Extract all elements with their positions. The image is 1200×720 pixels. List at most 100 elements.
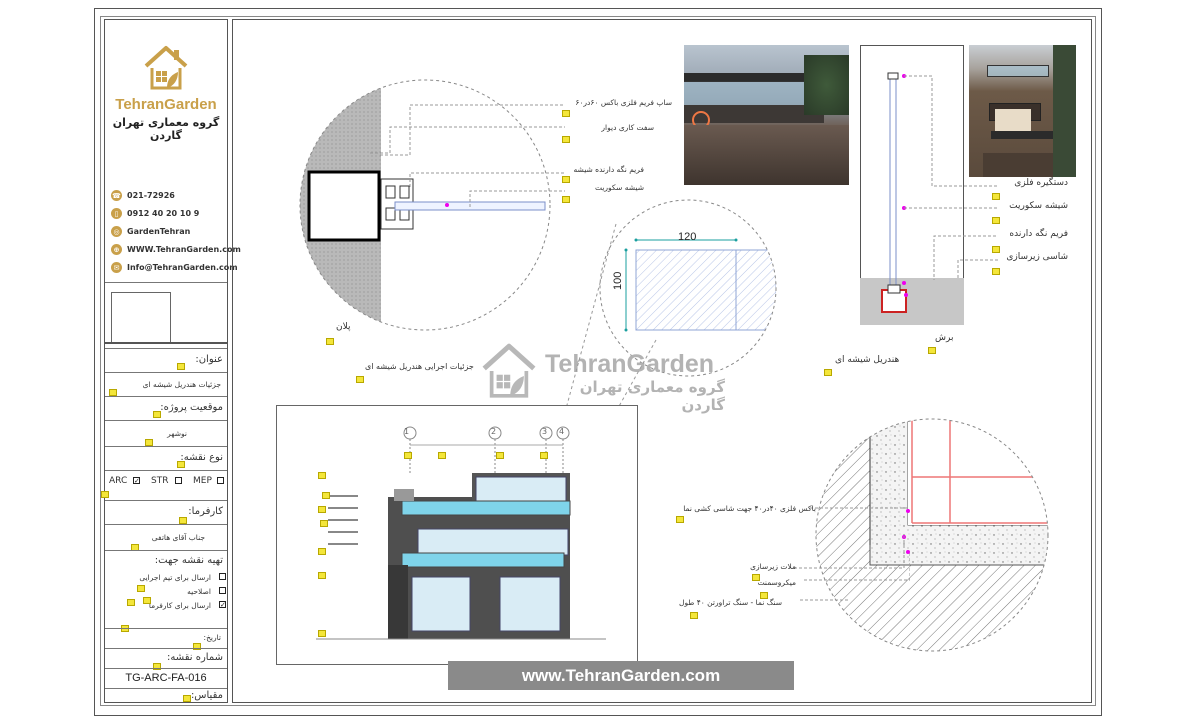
type-label: نوع نقشه: (180, 452, 223, 463)
render-photo-balcony (684, 45, 849, 185)
phone-icon: ☎ (111, 190, 122, 201)
section-detail-drawing (860, 45, 964, 325)
brand-name: TehranGarden (115, 96, 217, 113)
divider (105, 282, 227, 283)
note-marker-icon (318, 548, 326, 555)
type-str[interactable]: STR (151, 476, 169, 486)
note-marker-icon (438, 452, 446, 459)
tb-number-label-row: شماره نقشه: (105, 648, 227, 670)
note-marker-icon (676, 516, 684, 523)
tb-purpose-block: تهیه نقشه جهت: ارسال برای تیم اجرایی اصل… (105, 550, 227, 632)
note-marker-icon (562, 176, 570, 183)
note-marker-icon (356, 376, 364, 383)
contact-website[interactable]: ⊕WWW.TehranGarden.com (111, 244, 241, 255)
title-block-sidebar: TehranGarden گروه معماری تهران گاردن ☎02… (101, 19, 241, 703)
plan-detail-drawing (299, 79, 551, 331)
purpose-option-client[interactable]: ارسال برای کارفرما (148, 601, 211, 610)
note-marker-icon (318, 506, 326, 513)
note-marker-icon (540, 452, 548, 459)
title-value: جزئیات هندریل شیشه ای (142, 380, 221, 389)
note-marker-icon (562, 110, 570, 117)
plan-note: فریم نگه دارنده شیشه (573, 165, 644, 174)
purpose-option-team[interactable]: ارسال برای تیم اجرایی (139, 573, 211, 582)
note-marker-icon (318, 630, 326, 637)
contact-email[interactable]: ✉Info@TehranGarden.com (111, 262, 238, 273)
corner-leader-lines (794, 507, 910, 601)
client-value: جناب آقای هاتفی (151, 533, 205, 542)
note-marker-icon (177, 363, 185, 370)
note-marker-icon (318, 472, 326, 479)
location-value: نوشهر (167, 429, 187, 438)
purpose-option-revision[interactable]: اصلاحیه (187, 587, 211, 596)
note-marker-icon (127, 599, 135, 606)
corner-detail-drawing (815, 418, 1049, 652)
client-label: کارفرما: (188, 506, 223, 517)
section-note: شاسی زیرسازی (1006, 252, 1068, 262)
corner-note: سنگ نما - سنگ تراورتن ۴۰ طول (679, 598, 782, 607)
axis-label: 2 (491, 427, 497, 436)
plan-note: شیشه سکوریت (594, 183, 644, 192)
note-marker-icon (153, 411, 161, 418)
mail-icon: ✉ (111, 262, 122, 273)
logo-area: TehranGarden گروه معماری تهران گاردن (105, 20, 227, 180)
note-marker-icon (137, 585, 145, 592)
purpose-client-checkbox[interactable]: ✓ (219, 601, 226, 609)
type-arc-checkbox[interactable]: ✓ (133, 477, 140, 485)
website-url-banner[interactable]: www.TehranGarden.com (448, 661, 794, 690)
house-logo-icon (144, 46, 188, 90)
note-marker-icon (992, 193, 1000, 200)
stamp-box (111, 292, 171, 344)
note-marker-icon (193, 643, 201, 650)
mobile-icon: ▯ (111, 208, 122, 219)
section-subcaption: هندریل شیشه ای (835, 355, 900, 365)
outer-frame (94, 8, 1102, 716)
note-marker-icon (153, 663, 161, 670)
elevation-drawing (276, 405, 638, 665)
type-arc[interactable]: ARC (109, 476, 128, 486)
note-marker-icon (992, 268, 1000, 275)
scale-label: مقیاس: (190, 690, 223, 701)
drawing-number: TG-ARC-FA-016 (125, 672, 207, 684)
plan-note: ساپ فریم فلزی باکس ۶۰در۶۰ (575, 98, 672, 107)
dimension-detail-drawing (599, 199, 777, 377)
purpose-revision-checkbox[interactable] (219, 587, 226, 594)
dimension-width: 120 (678, 231, 697, 243)
type-mep[interactable]: MEP (193, 476, 212, 486)
note-marker-icon (145, 439, 153, 446)
note-marker-icon (318, 572, 326, 579)
tb-date-row: تاریخ: (105, 628, 227, 650)
corner-note: میکروسمنت (757, 578, 796, 587)
note-marker-icon (562, 196, 570, 203)
tb-location-label-row: موقعیت پروژه: (105, 396, 227, 420)
section-leader-lines (904, 75, 998, 280)
tb-client-value-row: جناب آقای هاتفی (105, 524, 227, 551)
note-marker-icon (928, 347, 936, 354)
tb-title-label-row: عنوان: (105, 348, 227, 372)
note-marker-icon (690, 612, 698, 619)
axis-label: 1 (404, 427, 410, 436)
note-marker-icon (496, 452, 504, 459)
purpose-team-checkbox[interactable] (219, 573, 226, 580)
brand-tagline: گروه معماری تهران گاردن (112, 116, 220, 142)
number-label: شماره نقشه: (167, 652, 223, 663)
note-marker-icon (179, 517, 187, 524)
instagram-icon: ◎ (111, 226, 122, 237)
tb-client-label-row: کارفرما: (105, 500, 227, 524)
watermark-brand: TehranGarden (545, 350, 715, 378)
inner-frame (100, 16, 1096, 706)
contact-phone: ☎021-72926 (111, 190, 175, 201)
purpose-label: تهیه نقشه جهت: (154, 555, 223, 566)
section-note: فریم نگه دارنده (1009, 229, 1068, 239)
type-mep-checkbox[interactable] (217, 477, 224, 484)
contact-mobile: ▯0912 40 20 10 9 (111, 208, 199, 219)
section-note: دستگیره فلزی (1014, 178, 1068, 188)
location-label: موقعیت پروژه: (160, 402, 223, 413)
render-photo-facade (969, 45, 1076, 177)
tb-location-value-row: نوشهر (105, 420, 227, 446)
note-marker-icon (992, 246, 1000, 253)
axis-label: 4 (559, 427, 565, 436)
globe-icon: ⊕ (111, 244, 122, 255)
type-str-checkbox[interactable] (175, 477, 182, 484)
note-marker-icon (109, 389, 117, 396)
divider (105, 342, 227, 344)
